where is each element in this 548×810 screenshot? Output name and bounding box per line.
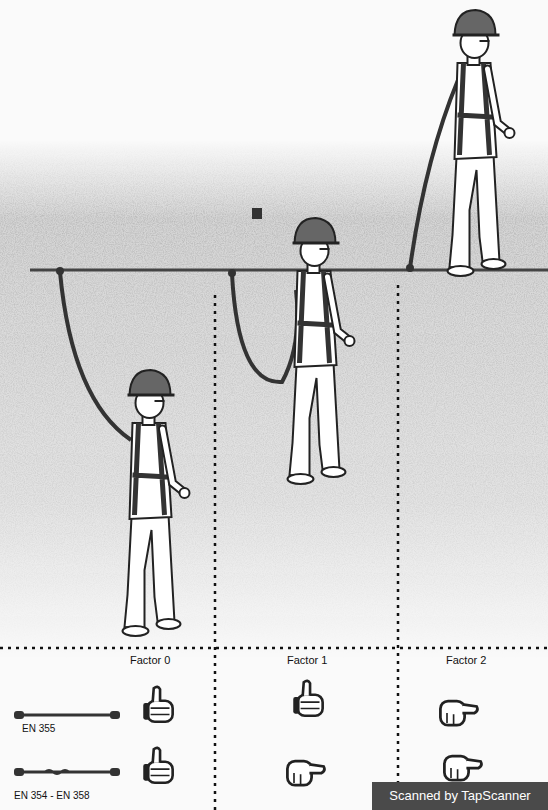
thumbs-down-icon: [440, 701, 477, 725]
thumbs-up-icon: [143, 687, 172, 722]
column-label: Factor 1: [287, 654, 327, 666]
lanyards: [60, 80, 458, 440]
thumbs-down-icon: [287, 761, 324, 785]
lanyard-icon: [14, 711, 120, 719]
watermark: Scanned by TapScanner: [372, 782, 548, 810]
anchor-point: [56, 267, 64, 275]
standard-label: EN 355: [22, 723, 55, 734]
thumbs-up-icon: [293, 681, 322, 716]
worker-figure: [123, 370, 190, 636]
worker-figure: [288, 218, 355, 484]
standard-label: EN 354 - EN 358: [14, 790, 90, 801]
column-label: Factor 0: [130, 654, 170, 666]
marker-square: [252, 208, 262, 219]
anchor-point: [406, 264, 414, 272]
column-label: Factor 2: [446, 654, 486, 666]
divider-lines: [0, 285, 548, 810]
anchor-point: [228, 269, 236, 277]
worker-figure: [448, 10, 515, 276]
thumbs-down-icon: [444, 756, 481, 780]
thumbs-up-icon: [143, 748, 172, 783]
lanyard-icon: [14, 768, 120, 776]
